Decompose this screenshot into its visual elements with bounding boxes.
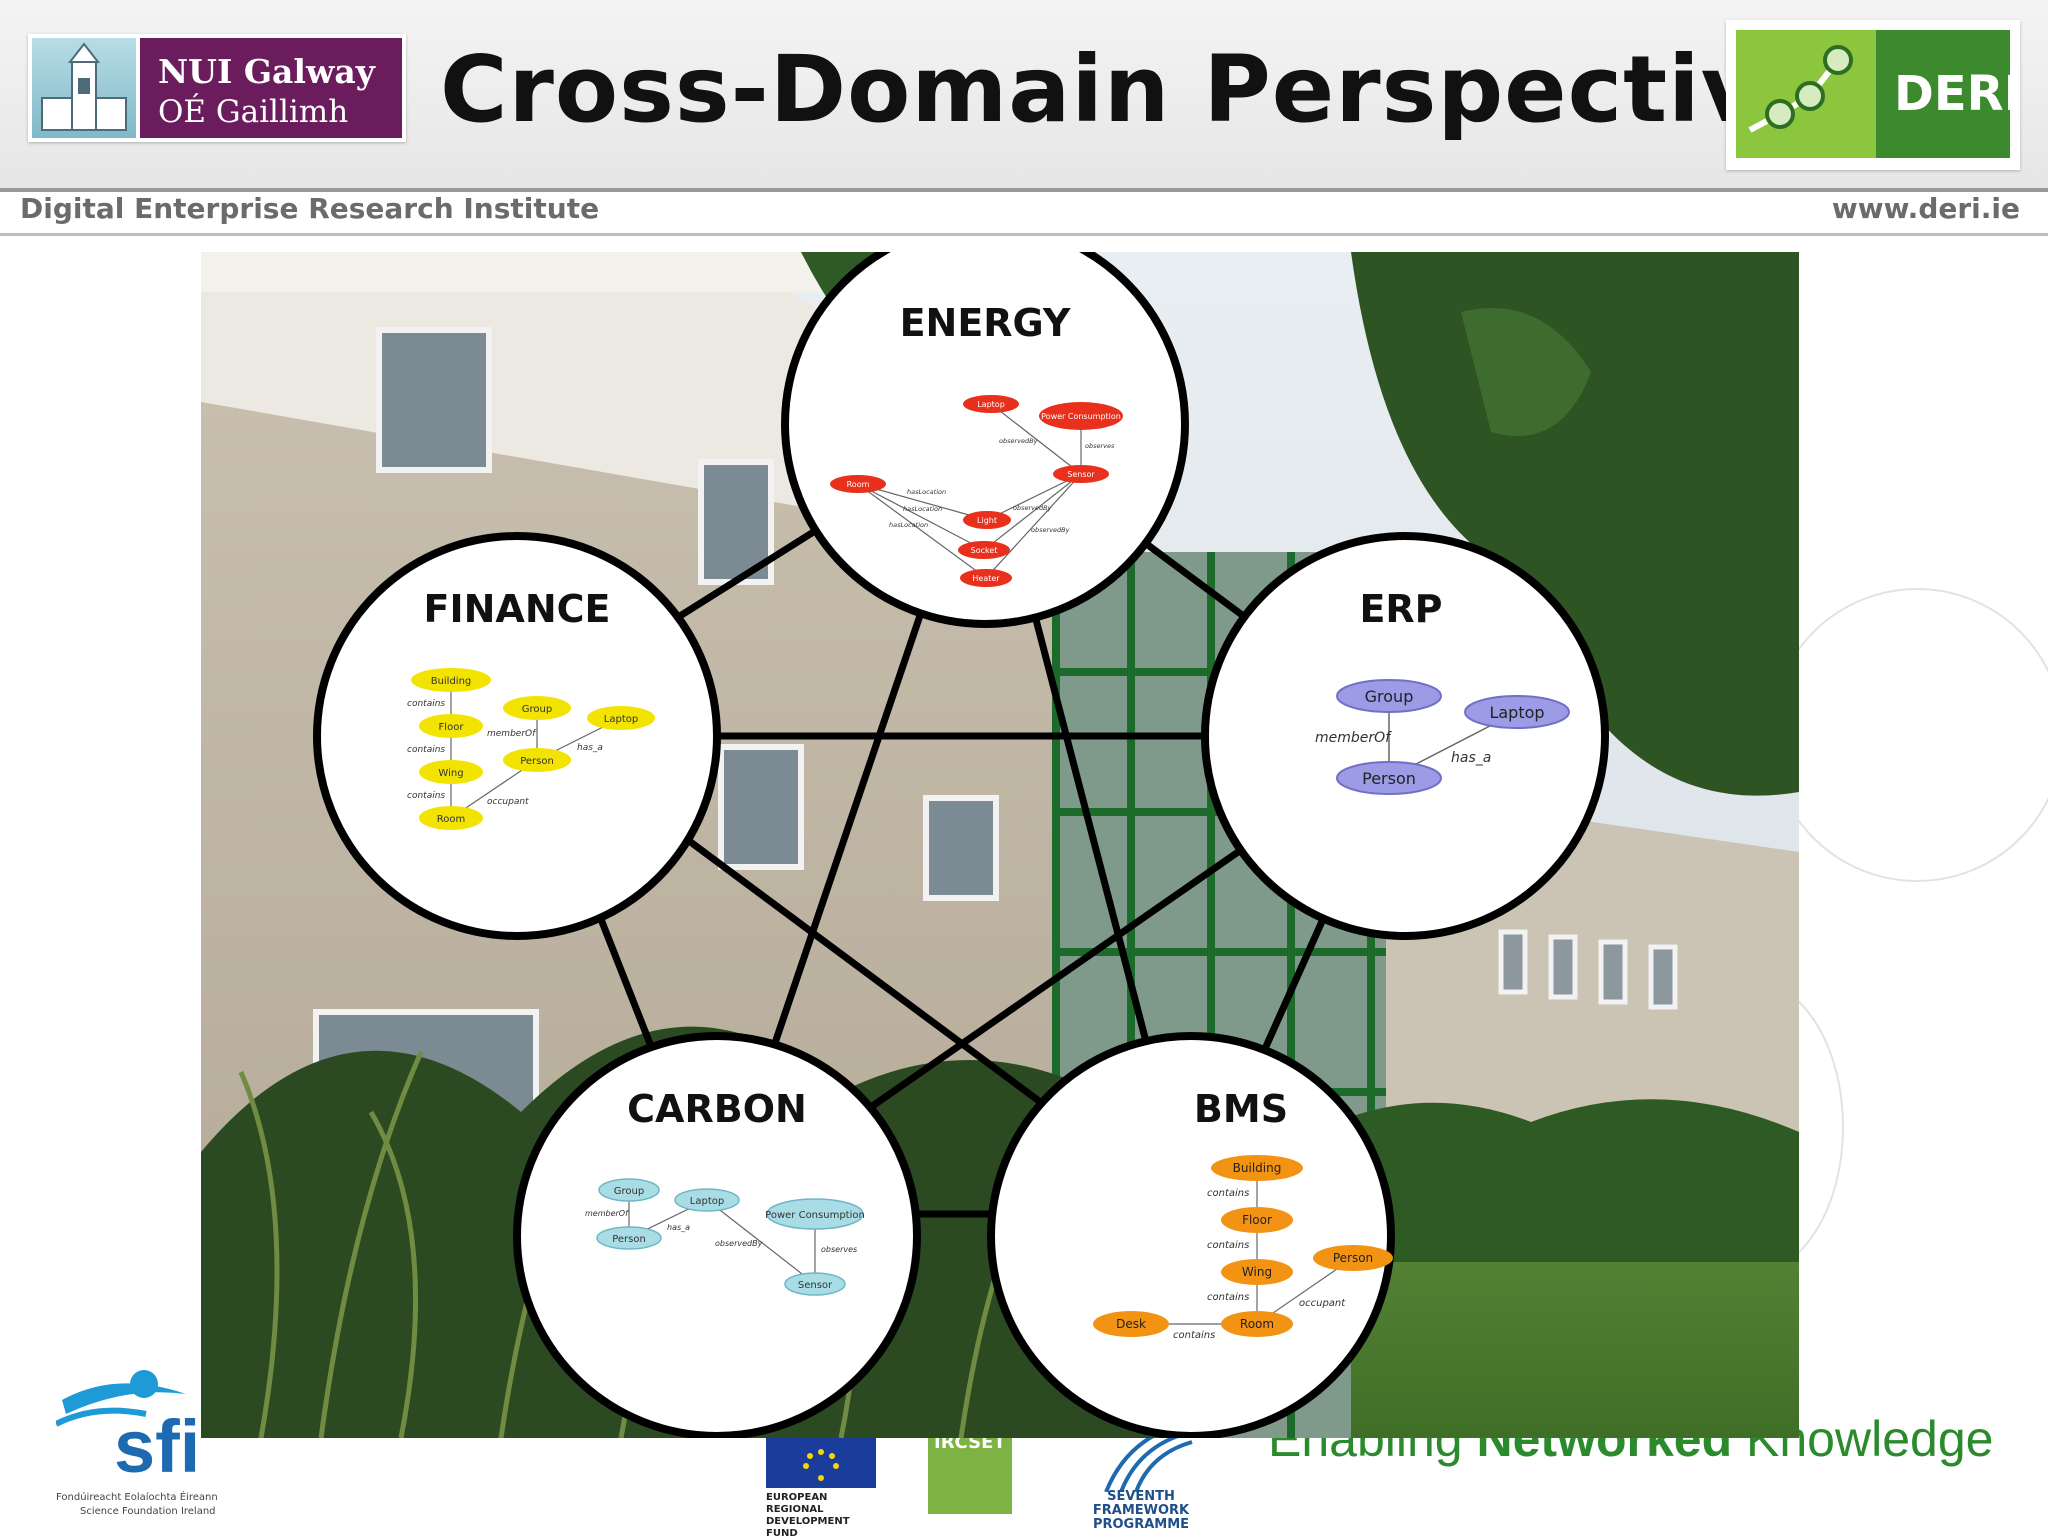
slide-title: Cross-Domain Perspective — [440, 36, 1825, 143]
svg-text:Wing: Wing — [1242, 1265, 1272, 1279]
eu-flag-logo — [766, 1438, 876, 1488]
svg-text:contains: contains — [1207, 1240, 1249, 1251]
institute-name: Digital Enterprise Research Institute — [20, 192, 600, 225]
domain-title-finance: FINANCE — [424, 587, 611, 631]
svg-text:Room: Room — [1240, 1317, 1274, 1331]
svg-text:Sensor: Sensor — [798, 1280, 833, 1291]
svg-text:Room: Room — [847, 480, 870, 489]
sfi-sub1: Fondúireacht Eolaíochta Éireann — [56, 1492, 218, 1503]
svg-text:contains: contains — [1207, 1292, 1249, 1303]
domain-title-energy: ENERGY — [900, 301, 1071, 345]
svg-text:observes: observes — [821, 1245, 857, 1254]
domain-erp[interactable]: ERP Group Laptop Person memberOf has_a — [1201, 532, 1609, 940]
subheader-divider — [0, 233, 2048, 236]
ircset-logo: IRCSET — [928, 1430, 1012, 1514]
svg-text:has_a: has_a — [667, 1223, 690, 1232]
background-circle — [1770, 588, 2048, 882]
domain-title-erp: ERP — [1359, 587, 1442, 631]
domain-carbon[interactable]: CARBON Group Laptop Person Power Consump… — [513, 1032, 921, 1438]
svg-text:contains: contains — [1173, 1330, 1215, 1341]
svg-text:has_a: has_a — [577, 743, 603, 753]
nui-line1: NUI Galway — [158, 52, 375, 91]
svg-text:Building: Building — [431, 676, 472, 687]
domain-title-bms: BMS — [1194, 1087, 1288, 1131]
svg-text:memberOf: memberOf — [585, 1209, 629, 1218]
svg-text:Group: Group — [522, 704, 552, 715]
svg-text:occupant: occupant — [1299, 1298, 1346, 1309]
svg-text:observedBy: observedBy — [1013, 504, 1052, 512]
svg-text:Building: Building — [1233, 1161, 1282, 1175]
svg-text:Person: Person — [612, 1234, 646, 1245]
svg-text:hasLocation: hasLocation — [903, 505, 942, 513]
svg-text:Laptop: Laptop — [690, 1196, 724, 1207]
svg-text:Desk: Desk — [1116, 1317, 1146, 1331]
svg-text:Wing: Wing — [438, 768, 463, 779]
svg-text:has_a: has_a — [1451, 750, 1491, 766]
svg-text:hasLocation: hasLocation — [907, 488, 946, 496]
sfi-swoosh-icon — [54, 1370, 186, 1427]
network-icon — [1736, 30, 1876, 158]
eu-stars-icon — [803, 1449, 839, 1481]
svg-text:Light: Light — [977, 516, 997, 525]
svg-text:Group: Group — [1365, 687, 1414, 706]
sfi-wordmark: sfi — [114, 1405, 201, 1488]
sfi-logo: sfi Fondúireacht Eolaíochta Éireann Scie… — [54, 1364, 218, 1524]
svg-text:Person: Person — [1362, 769, 1416, 788]
sfi-sub2: Science Foundation Ireland — [80, 1506, 216, 1517]
website-url[interactable]: www.deri.ie — [1831, 192, 2020, 225]
svg-text:contains: contains — [407, 791, 445, 801]
svg-text:memberOf: memberOf — [487, 729, 537, 739]
svg-text:contains: contains — [1207, 1188, 1249, 1199]
svg-text:memberOf: memberOf — [1315, 730, 1392, 746]
domain-title-carbon: CARBON — [627, 1087, 807, 1131]
college-tower-icon — [32, 38, 136, 138]
eu-fund-label: EUROPEAN REGIONAL DEVELOPMENT FUND — [766, 1492, 850, 1539]
svg-text:observedBy: observedBy — [999, 437, 1038, 445]
fp7-label: SEVENTH FRAMEWORK PROGRAMME — [1092, 1489, 1190, 1532]
svg-text:observedBy: observedBy — [1031, 526, 1070, 534]
domain-finance[interactable]: FINANCE Building Floor Wing Room Group P… — [313, 532, 721, 940]
svg-text:contains: contains — [407, 699, 445, 709]
svg-text:Sensor: Sensor — [1067, 470, 1095, 479]
svg-text:Person: Person — [520, 756, 554, 767]
svg-text:Floor: Floor — [1242, 1213, 1272, 1227]
svg-text:Group: Group — [614, 1186, 644, 1197]
svg-text:hasLocation: hasLocation — [889, 521, 928, 529]
svg-text:observes: observes — [1085, 442, 1115, 450]
nui-galway-wordmark: NUI Galway OÉ Gaillimh — [140, 38, 402, 138]
deri-logo: DERI — [1726, 20, 2022, 170]
domain-energy[interactable]: ENERGY Laptop Power Consumption Sensor R… — [781, 252, 1189, 628]
deri-wordmark: DERI — [1894, 66, 2022, 122]
nui-line2: OÉ Gaillimh — [158, 94, 349, 130]
svg-text:occupant: occupant — [487, 797, 529, 807]
header-divider — [0, 188, 2048, 192]
svg-text:Floor: Floor — [439, 722, 465, 733]
svg-text:Laptop: Laptop — [604, 714, 638, 725]
cross-domain-diagram: ENERGY Laptop Power Consumption Sensor R… — [313, 252, 1609, 1438]
building-photo: ENERGY Laptop Power Consumption Sensor R… — [201, 252, 1799, 1438]
nui-galway-logo: NUI Galway OÉ Gaillimh — [28, 34, 406, 142]
svg-text:Laptop: Laptop — [977, 400, 1005, 409]
domain-bms[interactable]: BMS Building Floor Wing Person Desk Room — [987, 1032, 1395, 1438]
svg-text:Power Consumption: Power Consumption — [765, 1210, 865, 1221]
svg-text:Laptop: Laptop — [1489, 703, 1544, 722]
svg-text:Socket: Socket — [971, 546, 998, 555]
svg-text:Power Consumption: Power Consumption — [1041, 412, 1121, 421]
svg-text:Heater: Heater — [972, 574, 1000, 583]
svg-text:observedBy: observedBy — [715, 1239, 763, 1248]
svg-text:Room: Room — [437, 814, 465, 825]
svg-text:contains: contains — [407, 745, 445, 755]
svg-text:Person: Person — [1333, 1251, 1373, 1265]
